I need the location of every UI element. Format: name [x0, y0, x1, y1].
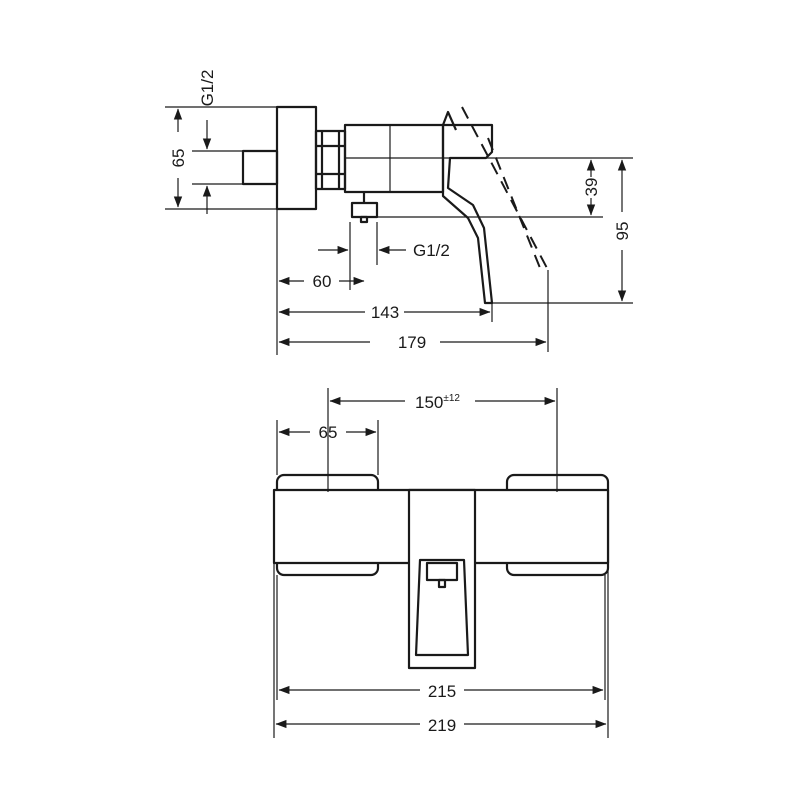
inlet-stub: [241, 149, 279, 186]
wall-plate: [275, 105, 318, 211]
dim-143-depth: 143: [371, 303, 399, 322]
dim-39-height: 39: [582, 178, 601, 197]
dim-65-height: 65: [169, 149, 188, 168]
outlet-tip: [437, 578, 447, 589]
lever-swing-outline: [461, 106, 549, 271]
dim-g12-outlet: G1/2: [413, 241, 450, 260]
connection-nut: [314, 129, 347, 191]
dim-219-width: 219: [428, 716, 456, 735]
lever-pivot: [441, 110, 458, 131]
handle-inset: [414, 558, 470, 657]
dim-150-tolerance: ±12: [443, 393, 460, 404]
dim-179-depth: 179: [398, 333, 426, 352]
bottom-outlet: [350, 192, 379, 224]
dim-150-centres: 150±12: [415, 393, 460, 412]
side-view: 65 G1/2 39 95 G1/2 60 143 179: [165, 70, 633, 355]
lever-swing-outline-inner: [487, 137, 541, 269]
dim-215-width: 215: [428, 682, 456, 701]
front-view: 150±12 65 215 219: [272, 388, 610, 738]
dim-150-value: 150: [415, 393, 443, 412]
dim-65-escutcheon: 65: [319, 423, 338, 442]
dim-95-height: 95: [613, 222, 632, 241]
dim-g12-inlet: G1/2: [198, 70, 217, 107]
dim-60-depth: 60: [313, 272, 332, 291]
